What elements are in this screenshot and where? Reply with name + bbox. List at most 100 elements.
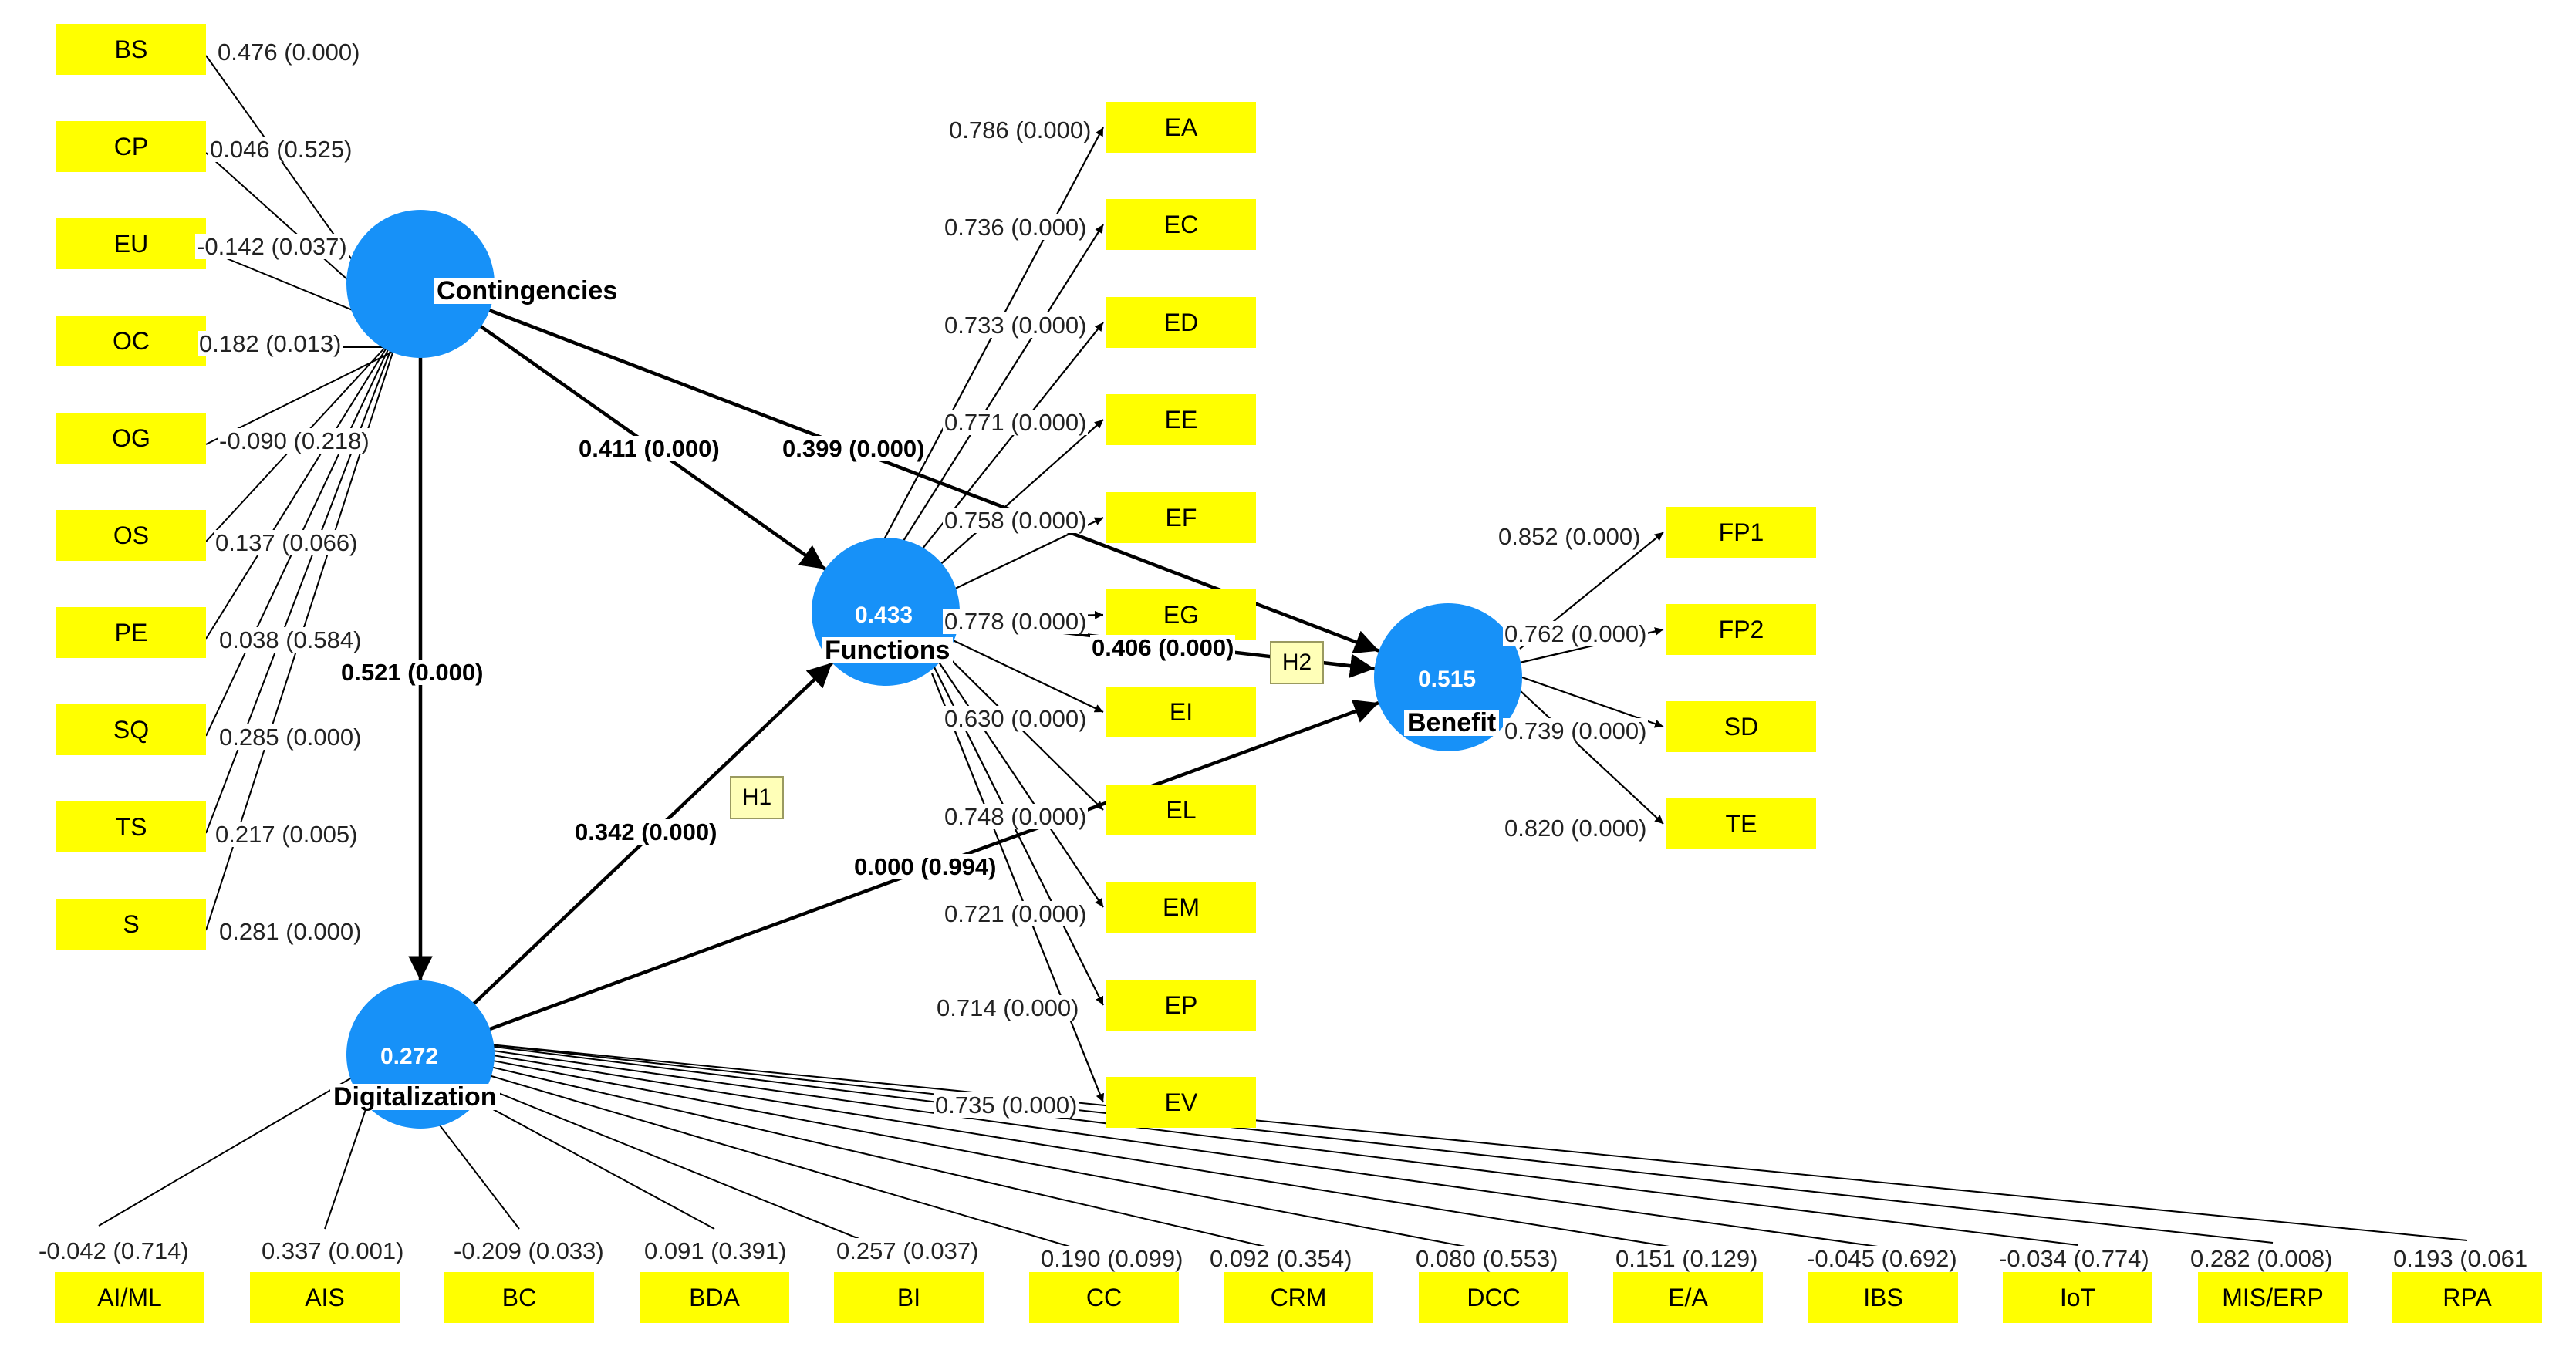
r-squared-digitalization: 0.272: [380, 1044, 439, 1069]
outer-weight-arrow-iot: [451, 1038, 2078, 1246]
indicator-sq[interactable]: SQ: [56, 704, 206, 755]
loading-ep: 0.714 (0.000): [935, 994, 1081, 1021]
outer-weight-bi: 0.257 (0.037): [835, 1237, 981, 1264]
outer-weight-ai-ml: -0.042 (0.714): [37, 1237, 191, 1264]
indicator-ev[interactable]: EV: [1106, 1077, 1256, 1128]
outer-weight-e-a: 0.151 (0.129): [1614, 1245, 1760, 1272]
indicator-ai-ml[interactable]: AI/ML: [55, 1272, 204, 1323]
indicator-bi[interactable]: BI: [834, 1272, 984, 1323]
indicator-ts[interactable]: TS: [56, 801, 206, 852]
indicator-ee[interactable]: EE: [1106, 394, 1256, 445]
loading-arrow-ei: [931, 629, 1104, 713]
path-coefficient-contingencies-to-functions: 0.411 (0.000): [577, 435, 721, 462]
indicator-mis-erp[interactable]: MIS/ERP: [2198, 1272, 2348, 1323]
construct-name-benefit: Benefit: [1404, 710, 1500, 736]
loading-arrow-te: [1519, 690, 1664, 825]
path-coefficient-contingencies-to-benefit: 0.399 (0.000): [781, 435, 927, 462]
loading-arrow-ed: [891, 322, 1104, 588]
indicator-pe[interactable]: PE: [56, 607, 206, 658]
indicator-dcc[interactable]: DCC: [1419, 1272, 1568, 1323]
outer-weight-arrow-crm: [420, 1048, 1299, 1255]
path-coefficient-functions-to-benefit: 0.406 (0.000): [1090, 634, 1236, 661]
indicator-s[interactable]: S: [56, 899, 206, 950]
construct-name-functions: Functions: [822, 637, 954, 663]
hypothesis-h2: H2: [1270, 641, 1324, 684]
outer-weight-arrow-cc: [412, 1051, 1105, 1257]
outer-weight-rpa: 0.193 (0.061: [2392, 1245, 2530, 1272]
outer-weight-dcc: 0.080 (0.553): [1414, 1245, 1560, 1272]
indicator-ed[interactable]: ED: [1106, 297, 1256, 348]
indicator-ea[interactable]: EA: [1106, 102, 1256, 153]
path-coefficient-contingencies-to-digitalization: 0.521 (0.000): [339, 659, 485, 686]
indicator-bs[interactable]: BS: [56, 24, 206, 75]
indicator-iot[interactable]: IoT: [2003, 1272, 2152, 1323]
construct-name-digitalization: Digitalization: [330, 1084, 500, 1110]
indicator-ais[interactable]: AIS: [250, 1272, 400, 1323]
outer-weight-cp: 0.046 (0.525): [208, 136, 354, 163]
loading-fp2: 0.762 (0.000): [1503, 620, 1649, 647]
indicator-crm[interactable]: CRM: [1224, 1272, 1373, 1323]
outer-weight-oc: 0.182 (0.013): [198, 330, 343, 357]
indicator-em[interactable]: EM: [1106, 882, 1256, 933]
indicator-bc[interactable]: BC: [444, 1272, 594, 1323]
indicator-ibs[interactable]: IBS: [1808, 1272, 1958, 1323]
loading-ee: 0.771 (0.000): [943, 409, 1089, 436]
indicator-te[interactable]: TE: [1666, 798, 1816, 849]
outer-weight-s: 0.281 (0.000): [218, 918, 363, 945]
outer-weight-arrow-mis-erp: [458, 1038, 2274, 1244]
loading-ev: 0.735 (0.000): [934, 1092, 1079, 1119]
indicator-os[interactable]: OS: [56, 510, 206, 561]
outer-weight-bda: 0.091 (0.391): [643, 1237, 788, 1264]
loading-arrow-ev: [930, 673, 1105, 1103]
outer-weight-iot: -0.034 (0.774): [1997, 1245, 2151, 1272]
loading-ei: 0.630 (0.000): [943, 705, 1089, 732]
outer-weight-eu: -0.142 (0.037): [195, 233, 349, 260]
loading-ef: 0.758 (0.000): [943, 507, 1089, 534]
outer-weight-arrow-ibs: [443, 1041, 1884, 1248]
construct-contingencies[interactable]: [346, 210, 495, 358]
indicator-e-a[interactable]: E/A: [1613, 1272, 1763, 1323]
indicator-sd[interactable]: SD: [1666, 701, 1816, 752]
indicator-ef[interactable]: EF: [1106, 492, 1256, 543]
indicator-ec[interactable]: EC: [1106, 199, 1256, 250]
outer-weight-crm: 0.092 (0.354): [1208, 1245, 1354, 1272]
indicator-fp1[interactable]: FP1: [1666, 507, 1816, 558]
loading-arrow-em: [931, 651, 1104, 908]
loading-eg: 0.778 (0.000): [943, 608, 1089, 635]
r-squared-functions: 0.433: [855, 602, 913, 628]
indicator-og[interactable]: OG: [56, 413, 206, 464]
indicator-ep[interactable]: EP: [1106, 980, 1256, 1031]
outer-weight-cc: 0.190 (0.099): [1039, 1245, 1185, 1272]
indicator-ei[interactable]: EI: [1106, 687, 1256, 737]
indicator-fp2[interactable]: FP2: [1666, 604, 1816, 655]
loading-te: 0.820 (0.000): [1503, 815, 1649, 842]
outer-weight-ts: 0.217 (0.005): [214, 821, 360, 848]
loading-ed: 0.733 (0.000): [943, 312, 1089, 339]
indicator-cc[interactable]: CC: [1029, 1272, 1179, 1323]
outer-weight-sq: 0.285 (0.000): [218, 724, 363, 751]
outer-weight-ais: 0.337 (0.001): [260, 1237, 406, 1264]
indicator-rpa[interactable]: RPA: [2392, 1272, 2542, 1323]
indicator-cp[interactable]: CP: [56, 121, 206, 172]
loading-em: 0.721 (0.000): [943, 900, 1089, 927]
r-squared-benefit: 0.515: [1418, 667, 1477, 692]
outer-weight-arrow-dcc: [427, 1045, 1494, 1253]
outer-weight-mis-erp: 0.282 (0.008): [2189, 1245, 2335, 1272]
indicator-bda[interactable]: BDA: [640, 1272, 789, 1323]
construct-name-contingencies: Contingencies: [434, 278, 621, 304]
loading-ec: 0.736 (0.000): [943, 214, 1089, 241]
indicator-eg[interactable]: EG: [1106, 589, 1256, 640]
loading-ea: 0.786 (0.000): [947, 116, 1093, 143]
outer-weight-bs: 0.476 (0.000): [216, 39, 362, 66]
outer-weight-arrow-rpa: [458, 1038, 2468, 1241]
indicator-oc[interactable]: OC: [56, 316, 206, 366]
indicator-el[interactable]: EL: [1106, 785, 1256, 835]
path-coefficient-digitalization-to-benefit: 0.000 (0.994): [852, 853, 998, 880]
outer-weight-ibs: -0.045 (0.692): [1805, 1245, 1959, 1272]
outer-weight-bc: -0.209 (0.033): [452, 1237, 606, 1264]
indicator-eu[interactable]: EU: [56, 218, 206, 269]
outer-weight-arrow-pe: [205, 337, 393, 640]
loading-sd: 0.739 (0.000): [1503, 717, 1649, 744]
outer-weight-arrow-ts: [205, 328, 400, 834]
